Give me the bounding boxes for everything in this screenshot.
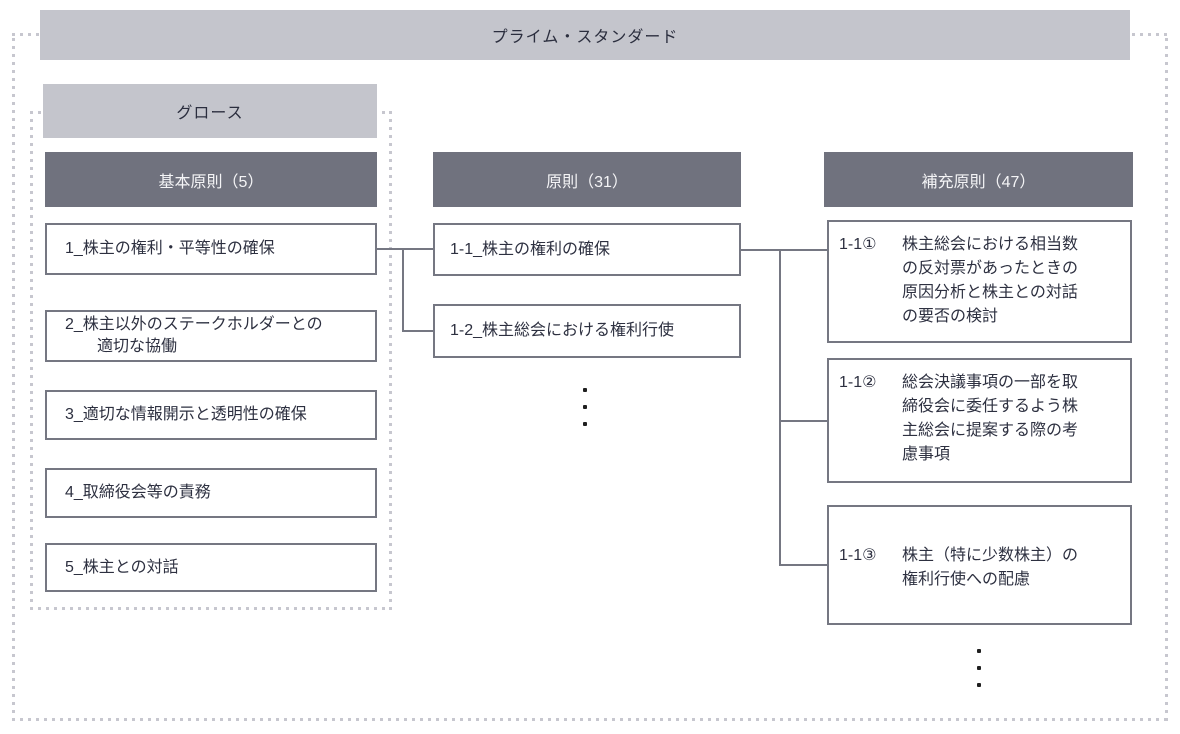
column-header-principles: 原則（31） <box>433 152 741 207</box>
connector-branch-to-supplementary-1-1-2 <box>779 420 827 422</box>
basic-principle-5-text: 5_株主との対話 <box>65 558 179 576</box>
basic-principle-1-text: 1_株主の権利・平等性の確保 <box>65 240 275 257</box>
basic-principle-4-text: 4_取締役会等の責務 <box>65 484 211 501</box>
supplementary-1-1-1-box: 1-1① 株主総会における相当数 の反対票があったときの 原因分析と株主との対話… <box>827 220 1132 343</box>
basic-principle-3-text: 3_適切な情報開示と透明性の確保 <box>65 406 307 423</box>
basic-principle-1-box: 1_株主の権利・平等性の確保 <box>45 223 377 275</box>
prime-standard-band: プライム・スタンダード <box>40 10 1130 60</box>
supplementary-1-1-3-box: 1-1③ 株主（特に少数株主）の 権利行使への配慮 <box>827 505 1132 625</box>
connector-principles-branch-vertical <box>402 248 404 332</box>
connector-principle-1-1-to-supplementary <box>741 249 827 251</box>
basic-principle-3-box: 3_適切な情報開示と透明性の確保 <box>45 390 377 440</box>
principle-1-2-box: 1-2_株主総会における権利行使 <box>433 304 741 358</box>
supplementary-1-1-1-label: 1-1① <box>839 236 877 253</box>
basic-principle-4-box: 4_取締役会等の責務 <box>45 468 377 518</box>
supplementary-1-1-2-label: 1-1② <box>839 374 877 391</box>
basic-principle-2-box: 2_株主以外のステークホルダーとの 適切な協働 <box>45 310 377 362</box>
growth-band: グロース <box>43 84 377 138</box>
principle-1-1-box: 1-1_株主の権利の確保 <box>433 223 741 276</box>
supplementary-1-1-1-text: 株主総会における相当数 の反対票があったときの 原因分析と株主との対話 の要否の… <box>902 236 1079 325</box>
column-header-basic-principles: 基本原則（5） <box>45 152 377 207</box>
connector-branch-to-supplementary-1-1-3 <box>779 564 827 566</box>
principle-1-1-text: 1-1_株主の権利の確保 <box>450 240 611 258</box>
connector-branch-to-principle-1-2 <box>402 330 433 332</box>
column-header-supplementary-principles: 補充原則（47） <box>824 152 1133 207</box>
supplementary-1-1-3-label: 1-1③ <box>839 547 877 564</box>
supplementary-ellipsis <box>977 649 981 687</box>
basic-principle-2-text: 2_株主以外のステークホルダーとの 適切な協働 <box>65 316 323 355</box>
supplementary-1-1-2-box: 1-1② 総会決議事項の一部を取 締役会に委任するよう株 主総会に提案する際の考… <box>827 358 1132 483</box>
connector-supplementary-branch-vertical <box>779 249 781 566</box>
basic-principle-5-box: 5_株主との対話 <box>45 543 377 592</box>
connector-basic1-to-principles <box>377 248 433 250</box>
principles-ellipsis <box>583 388 587 426</box>
supplementary-1-1-3-text: 株主（特に少数株主）の 権利行使への配慮 <box>902 547 1079 588</box>
principle-1-2-text: 1-2_株主総会における権利行使 <box>450 322 675 339</box>
supplementary-1-1-2-text: 総会決議事項の一部を取 締役会に委任するよう株 主総会に提案する際の考 慮事項 <box>902 374 1079 463</box>
